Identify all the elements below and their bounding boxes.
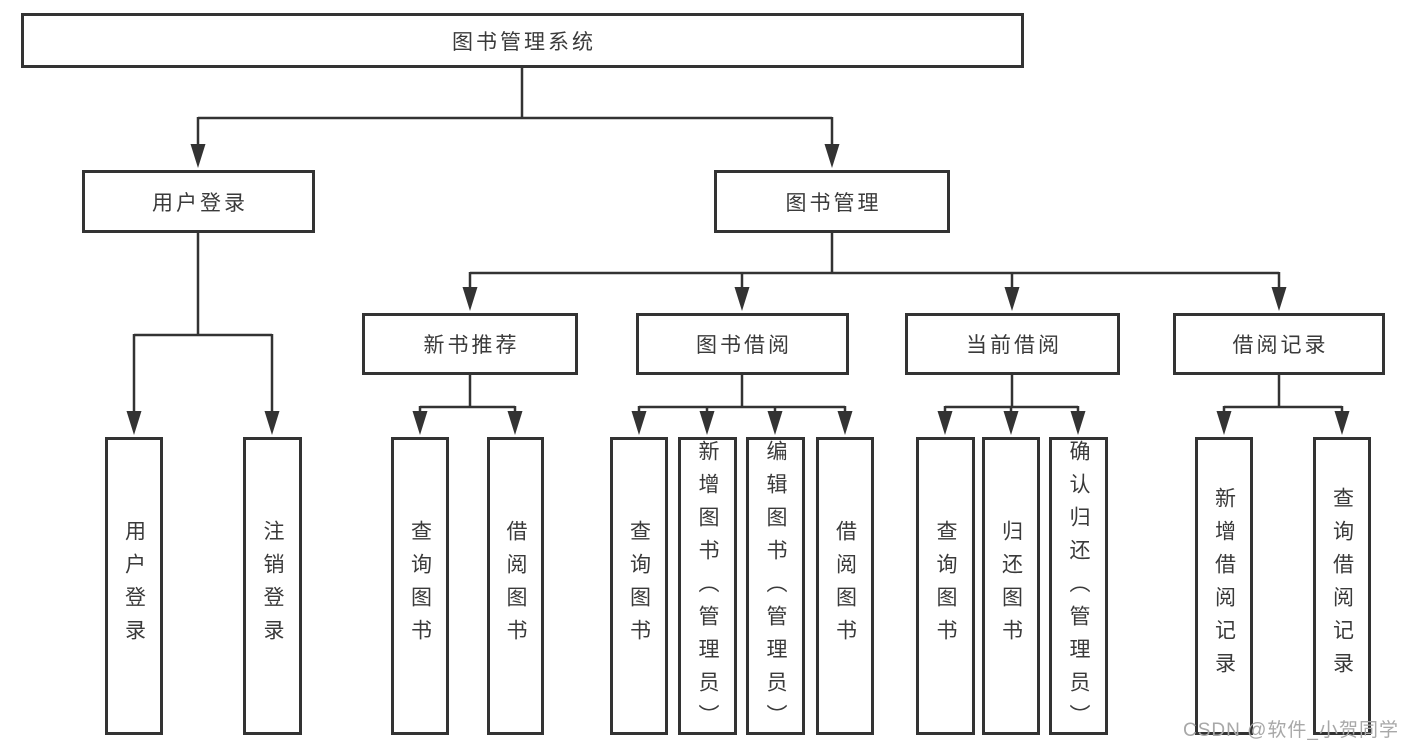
node-user-login-leaf: 用户登录 <box>105 437 163 735</box>
node-query-borrow-record: 查询借阅记录 <box>1313 437 1371 735</box>
node-confirm-return-admin: 确认归还（管理员） <box>1049 437 1108 737</box>
node-edit-book-admin: 编辑图书（管理员） <box>746 437 805 737</box>
node-borrow-books-leaf: 借阅图书 <box>816 437 874 735</box>
node-add-book-admin: 新增图书（管理员） <box>678 437 737 737</box>
watermark: CSDN @软件_小贺同学 <box>1183 720 1399 741</box>
node-query-books-current: 查询图书 <box>916 437 975 735</box>
node-borrow-records: 借阅记录 <box>1173 313 1385 375</box>
node-return-book: 归还图书 <box>982 437 1040 735</box>
node-query-books-recommend: 查询图书 <box>391 437 449 735</box>
node-book-management: 图书管理 <box>714 170 950 233</box>
node-library-management-system: 图书管理系统 <box>21 13 1024 68</box>
node-user-login-group: 用户登录 <box>82 170 315 233</box>
node-borrow-books-recommend: 借阅图书 <box>487 437 544 735</box>
node-current-borrow: 当前借阅 <box>905 313 1120 375</box>
node-book-borrow: 图书借阅 <box>636 313 849 375</box>
node-logout: 注销登录 <box>243 437 302 735</box>
node-new-book-recommend: 新书推荐 <box>362 313 578 375</box>
arrowheads <box>126 144 1350 435</box>
node-query-books-borrow: 查询图书 <box>610 437 668 735</box>
node-add-borrow-record: 新增借阅记录 <box>1195 437 1253 735</box>
